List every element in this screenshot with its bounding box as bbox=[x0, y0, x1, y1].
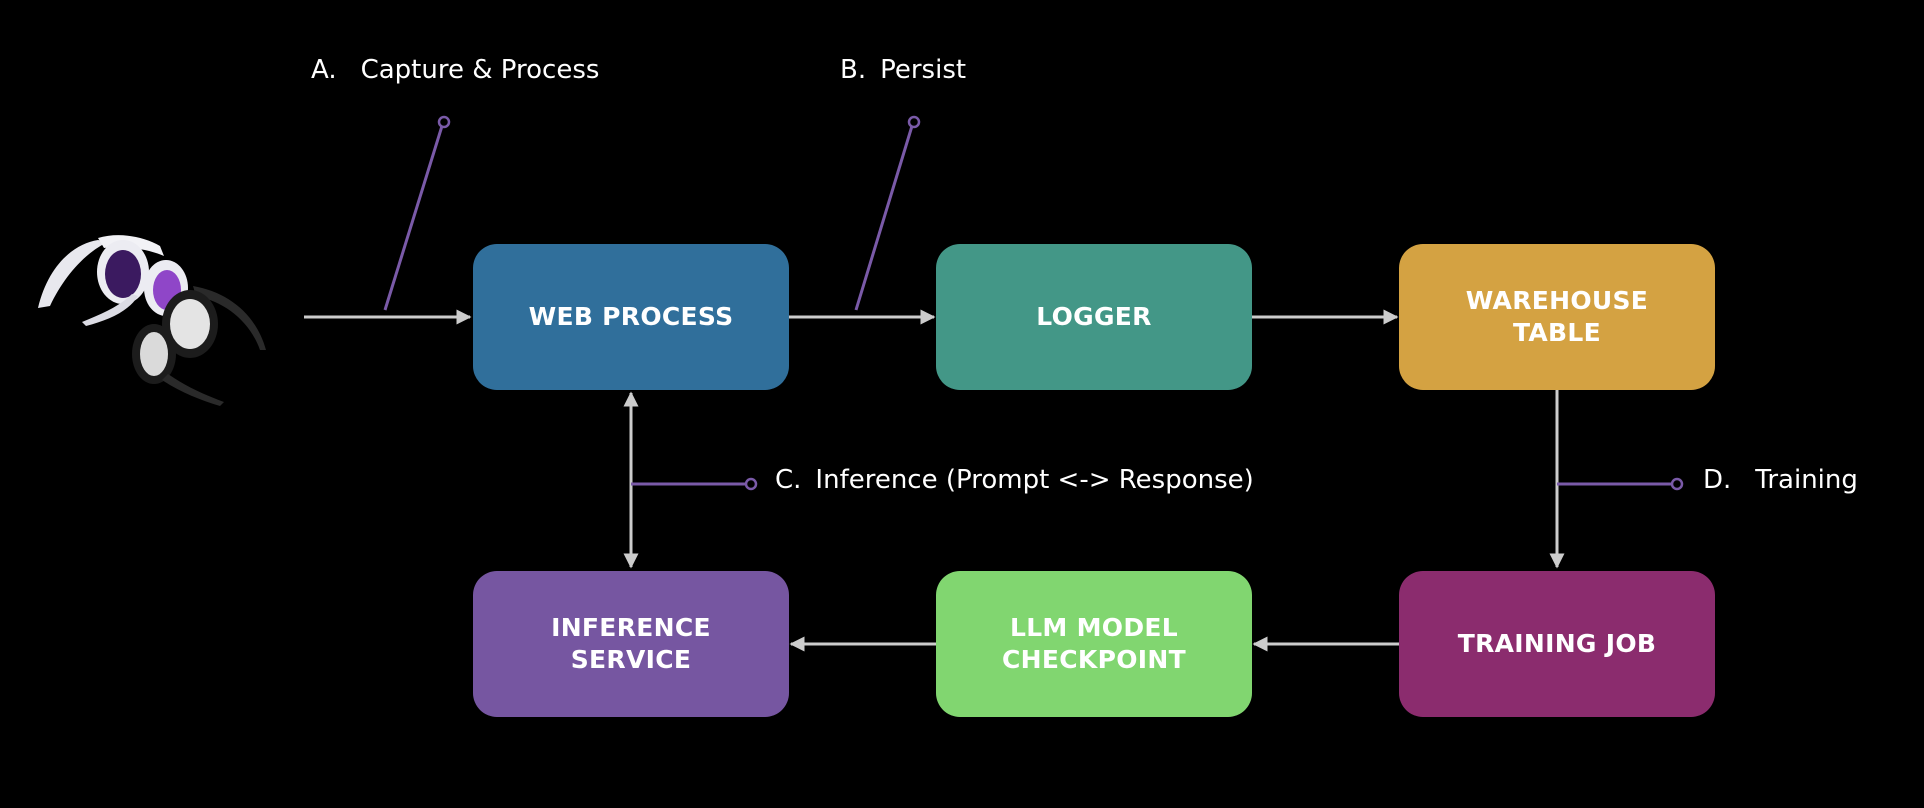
callout-c: C. Inference (Prompt <-> Response) bbox=[775, 465, 1254, 495]
callout-d-text: Training bbox=[1755, 465, 1858, 495]
web-process-node: WEB PROCESS bbox=[473, 244, 789, 390]
smart-glasses-icon bbox=[38, 235, 266, 406]
callout-d-letter: D. bbox=[1703, 465, 1732, 495]
callout-b-text: Persist bbox=[880, 55, 967, 85]
callout-b-leader bbox=[854, 125, 914, 311]
logger-label: LOGGER bbox=[1036, 302, 1152, 331]
training-job-node: TRAINING JOB bbox=[1399, 571, 1715, 717]
callout-c-text: Inference (Prompt <-> Response) bbox=[815, 465, 1254, 495]
callout-c-letter: C. bbox=[775, 465, 802, 495]
callout-b-dot bbox=[907, 115, 921, 129]
web-process-label: WEB PROCESS bbox=[528, 302, 734, 331]
logger-node: LOGGER bbox=[936, 244, 1252, 390]
callout-d-dot bbox=[1670, 477, 1684, 491]
callout-b-letter: B. bbox=[840, 55, 867, 85]
black-glasses bbox=[132, 286, 266, 406]
callout-a: A. Capture & Process bbox=[311, 55, 599, 85]
callout-c-dot bbox=[744, 477, 758, 491]
training-job-label: TRAINING JOB bbox=[1457, 629, 1657, 658]
callout-d: D. Training bbox=[1703, 465, 1858, 495]
callout-a-leader bbox=[383, 125, 444, 311]
callout-a-dot bbox=[437, 115, 451, 129]
white-glasses bbox=[38, 235, 188, 326]
callout-b: B. Persist bbox=[840, 55, 966, 85]
callout-a-text: Capture & Process bbox=[360, 55, 600, 85]
callout-a-letter: A. bbox=[311, 55, 337, 85]
